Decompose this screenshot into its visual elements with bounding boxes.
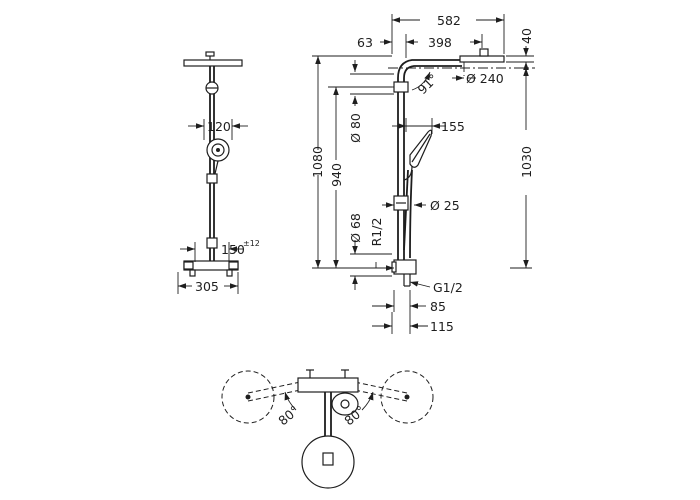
side-dim-63-398: 63 398 (357, 34, 483, 58)
dim-label-r12: R1/2 (369, 218, 384, 247)
dim-tolerance-150: ±12 (243, 239, 260, 248)
front-dim-150: 150 ±12 (180, 239, 260, 262)
top-hand-shower (331, 392, 359, 416)
front-overhead-shower (183, 59, 243, 67)
side-dim-dia-80: Ø 80 (348, 60, 394, 143)
dim-label-63: 63 (357, 35, 373, 50)
front-view: 120 150 ±12 305 (177, 51, 260, 294)
side-dim-dia-25: Ø 25 (382, 198, 460, 213)
side-dim-r12: R1/2 (369, 218, 394, 271)
dim-label-398: 398 (428, 35, 452, 50)
front-dim-120: 120 (188, 119, 248, 140)
side-dim-115: 115 (372, 312, 454, 334)
top-swivel-right (380, 370, 434, 424)
dim-label-305: 305 (195, 279, 219, 294)
side-hand-shower (403, 129, 433, 259)
side-overhead-shower (388, 48, 535, 76)
dim-label-40: 40 (519, 28, 534, 44)
side-dim-angle-91: 91° (411, 71, 441, 97)
dim-label-g12: G1/2 (433, 280, 463, 295)
side-dim-40: 40 (506, 28, 534, 72)
side-dim-85: 85 (372, 290, 446, 334)
side-wall-bracket (393, 81, 409, 93)
side-dim-g12: G1/2 (409, 280, 463, 295)
top-angle-left: 80° (275, 403, 302, 429)
top-swivel-left (221, 370, 275, 424)
dim-label-dia-68: Ø 68 (348, 213, 363, 243)
side-view: 582 63 398 40 91° Ø 240 (310, 13, 535, 334)
side-dim-582: 582 (391, 13, 505, 54)
front-dim-305: 305 (177, 272, 239, 294)
dim-label-582: 582 (437, 13, 461, 28)
side-dim-940: 940 (328, 86, 392, 268)
dim-label-1080: 1080 (310, 146, 325, 178)
dim-label-dia-80: Ø 80 (348, 113, 363, 143)
top-view: 80° 80° (221, 369, 434, 489)
dim-label-940: 940 (329, 163, 344, 187)
dim-label-155: 155 (441, 119, 465, 134)
side-dim-1030: 1030 (510, 68, 534, 269)
side-dim-dia-68: Ø 68 (348, 213, 392, 290)
dim-label-dia-25: Ø 25 (430, 198, 460, 213)
side-thermostat (391, 259, 417, 287)
dim-label-240: Ø 240 (466, 71, 504, 86)
dim-label-150: 150 (221, 242, 245, 257)
side-dim-155: 155 (392, 118, 465, 134)
front-thermostat (183, 260, 239, 277)
side-dim-dia-240: Ø 240 (452, 71, 504, 86)
dim-label-115: 115 (430, 319, 454, 334)
dim-label-85: 85 (430, 299, 446, 314)
dim-label-91: 91° (415, 71, 441, 97)
dim-label-1030: 1030 (519, 146, 534, 178)
top-thermostat (297, 377, 359, 393)
dim-label-120: 120 (207, 119, 231, 134)
